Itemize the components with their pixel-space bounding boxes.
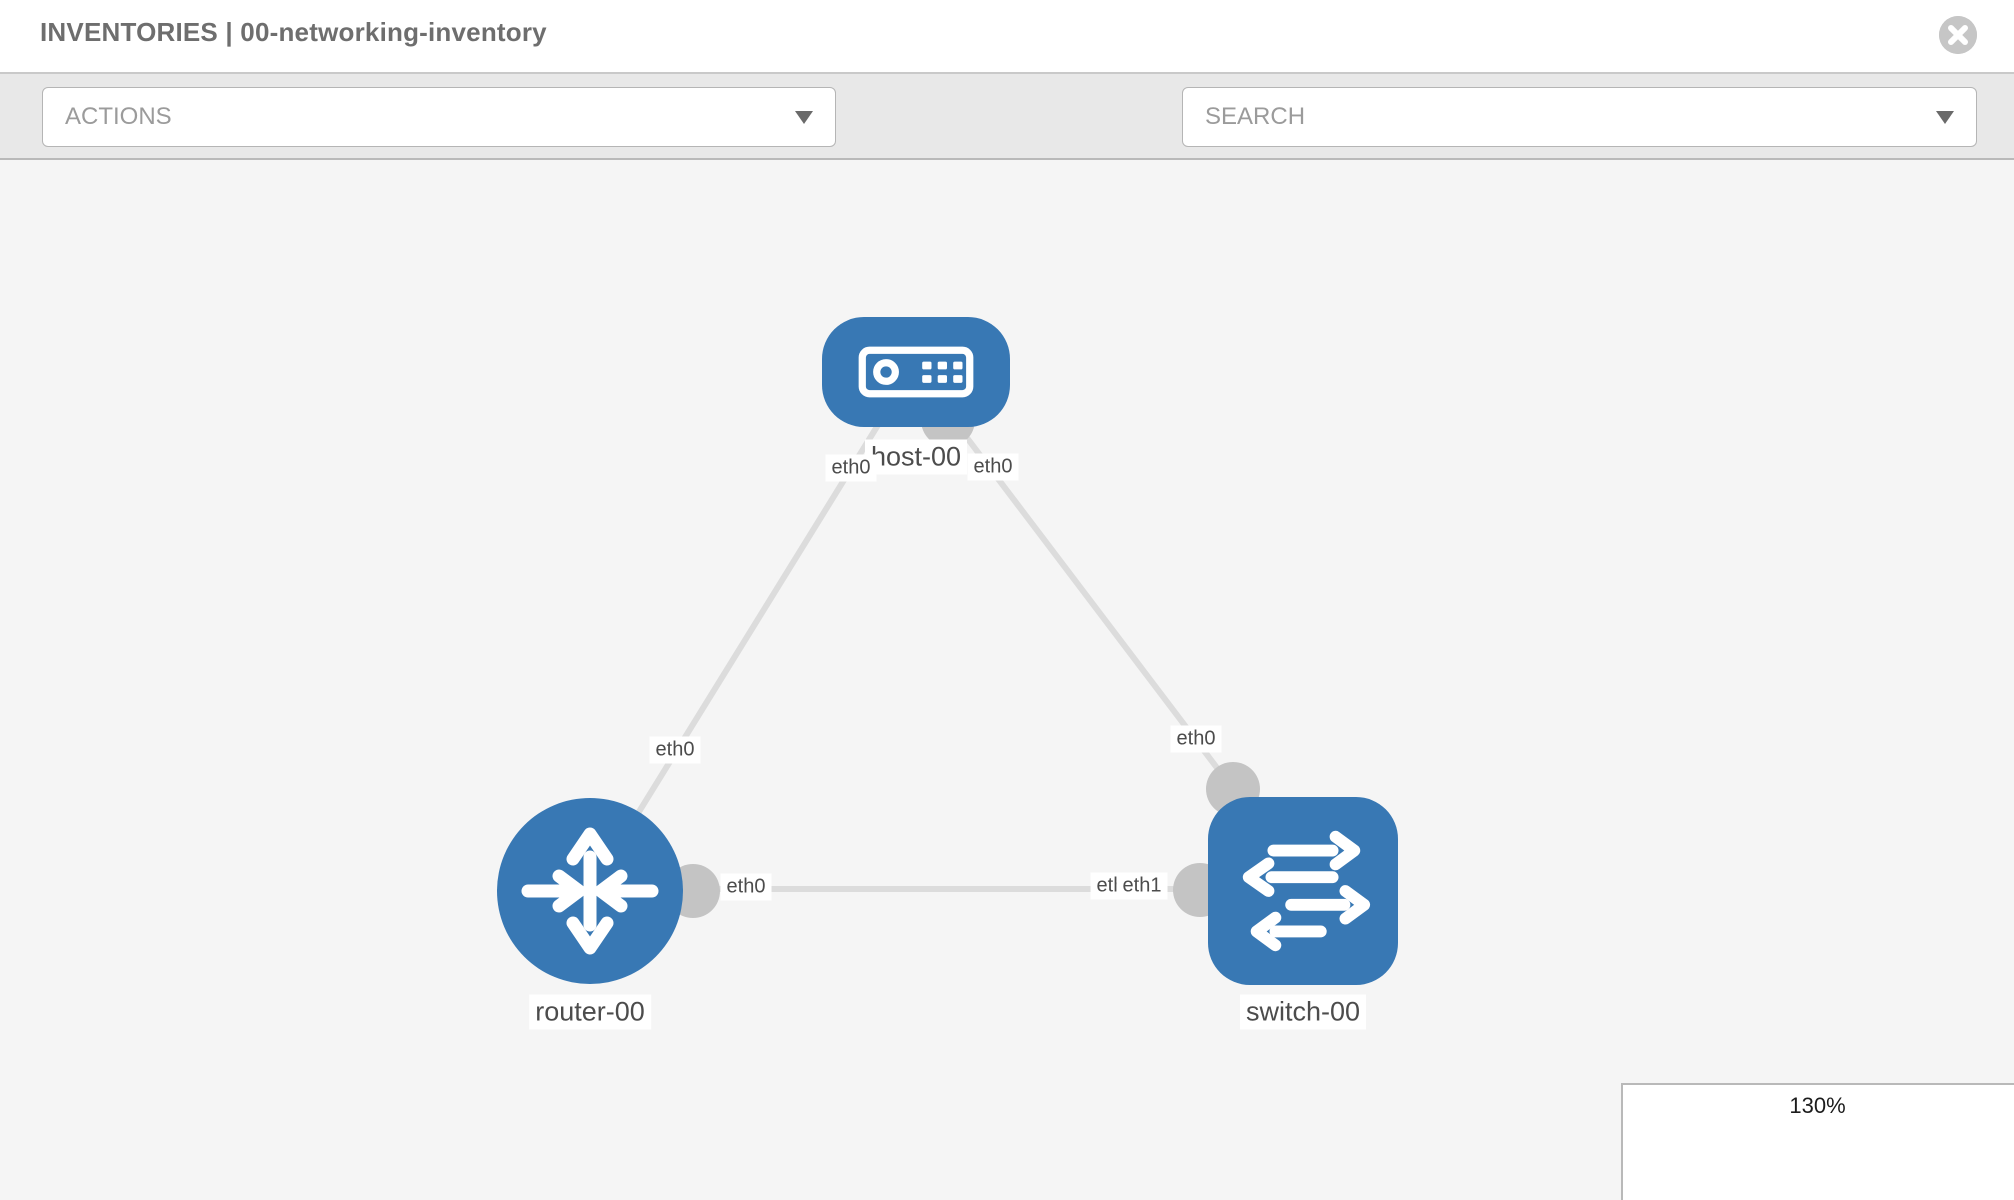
router-icon bbox=[521, 827, 659, 955]
node-label-switch: switch-00 bbox=[1239, 994, 1367, 1030]
node-switch-00[interactable] bbox=[1208, 797, 1398, 985]
search-input[interactable] bbox=[1183, 103, 1936, 131]
chevron-down-icon bbox=[1936, 110, 1954, 124]
host-icon bbox=[858, 346, 974, 398]
page-title: INVENTORIES | 00-networking-inventory bbox=[40, 17, 547, 47]
iface-label-switch-eth1: eth1 bbox=[1116, 872, 1168, 900]
node-host-00[interactable] bbox=[822, 317, 1010, 427]
zoom-percent-value: 130% bbox=[1789, 1093, 1846, 1118]
search-combo[interactable] bbox=[1182, 87, 1977, 147]
iface-label-switch-eth0: eth0 bbox=[1170, 725, 1222, 753]
node-router-00[interactable] bbox=[497, 798, 683, 984]
switch-icon bbox=[1242, 830, 1371, 952]
iface-label-router-eth0-uplink: eth0 bbox=[649, 736, 701, 764]
zoom-panel bbox=[1621, 1083, 2014, 1200]
topology-canvas[interactable]: host-00 router-00 switch-00 eth0 eth0 et… bbox=[0, 160, 2014, 1200]
iface-label-router-eth0: eth0 bbox=[720, 873, 772, 901]
close-icon bbox=[1939, 16, 1977, 54]
toolbar: ACTIONS bbox=[0, 72, 2014, 209]
chevron-down-icon bbox=[795, 110, 813, 124]
actions-dropdown-label: ACTIONS bbox=[65, 103, 172, 130]
actions-dropdown[interactable]: ACTIONS bbox=[42, 87, 836, 147]
close-button[interactable] bbox=[1939, 16, 1977, 54]
topology-edges-layer bbox=[587, 393, 1260, 918]
zoom-panel-content: 130% bbox=[1621, 1083, 2014, 1200]
node-label-host: host-00 bbox=[864, 439, 968, 475]
node-label-router: router-00 bbox=[529, 994, 651, 1030]
iface-label-host-eth0-left: eth0 bbox=[825, 454, 877, 482]
header-bar: INVENTORIES | 00-networking-inventory bbox=[0, 0, 2014, 72]
iface-label-host-eth0-right: eth0 bbox=[967, 453, 1019, 481]
